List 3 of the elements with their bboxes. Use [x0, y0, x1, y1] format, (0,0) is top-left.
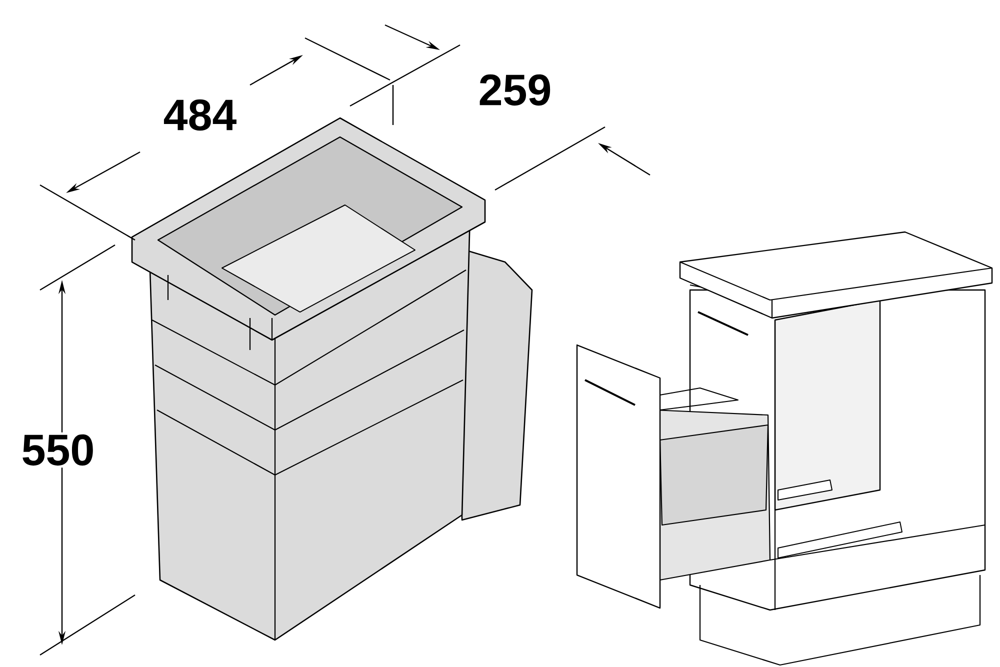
dimension-label: 484 — [164, 99, 236, 131]
dimension-label: 259 — [480, 74, 550, 106]
dimension-label: 550 — [19, 432, 97, 468]
